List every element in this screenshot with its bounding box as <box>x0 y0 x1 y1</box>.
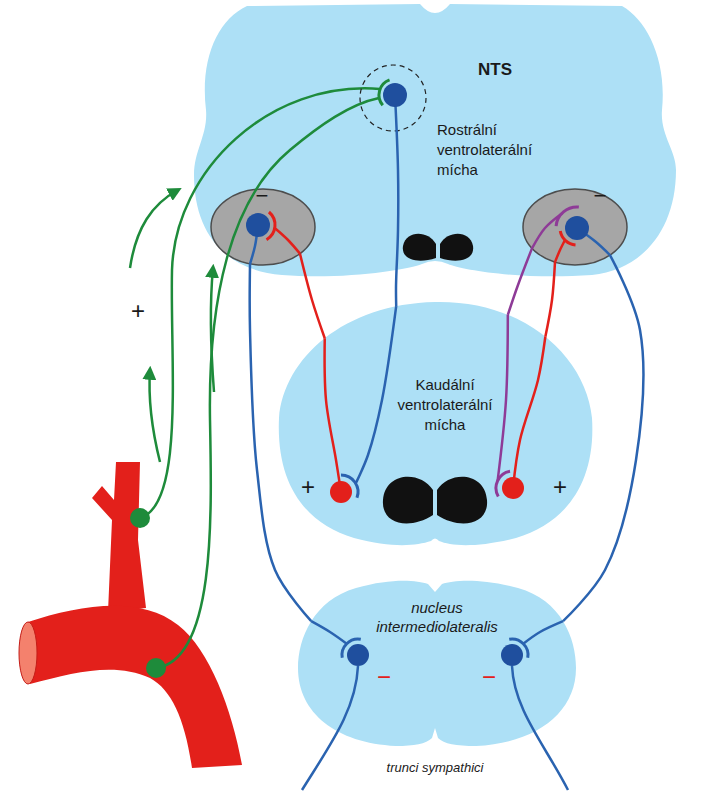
inhibition-sign: − <box>590 183 610 209</box>
node-outline <box>520 183 630 271</box>
connector-layer <box>250 248 644 621</box>
baroreceptor <box>130 508 150 528</box>
inhibition-sign: − <box>372 662 396 691</box>
node-shape <box>194 4 676 276</box>
node-shape <box>279 302 593 545</box>
rvlm-area: − <box>208 183 318 271</box>
rvlm-area: − <box>520 183 630 271</box>
signal-arrow <box>211 268 214 392</box>
medulla-caudal: Kaudální ventrolaterální mícha + + <box>276 298 594 554</box>
medulla-rostral: NTS Rostrální ventrolaterální mícha − − <box>192 0 678 282</box>
spinal-cord: nucleus intermediolateralis − − <box>296 578 578 750</box>
vessel-lumen <box>19 622 37 684</box>
region-label: Rostrální ventrolaterální mícha <box>437 120 557 180</box>
signal-arrow <box>130 190 178 268</box>
artery <box>19 462 242 768</box>
signal-arrow <box>149 370 160 462</box>
aortic-arch <box>28 606 242 768</box>
node-shape <box>523 189 627 265</box>
inhibition-sign: − <box>477 662 501 691</box>
nucleus-label: NTS <box>478 60 538 80</box>
nerve-pathway <box>395 270 398 306</box>
baroreceptor <box>146 658 166 678</box>
excitation-sign: + <box>126 296 150 325</box>
node-shape <box>298 581 576 746</box>
carotid-artery <box>92 462 146 612</box>
excitation-sign: + <box>548 472 572 501</box>
inhibition-sign: − <box>252 183 272 209</box>
nerve-label: trunci sympathici <box>370 760 500 776</box>
nucleus-label: nucleus intermediolateralis <box>367 598 507 636</box>
region-label: Kaudální ventrolaterální mícha <box>383 375 507 435</box>
excitation-sign: + <box>296 472 320 501</box>
